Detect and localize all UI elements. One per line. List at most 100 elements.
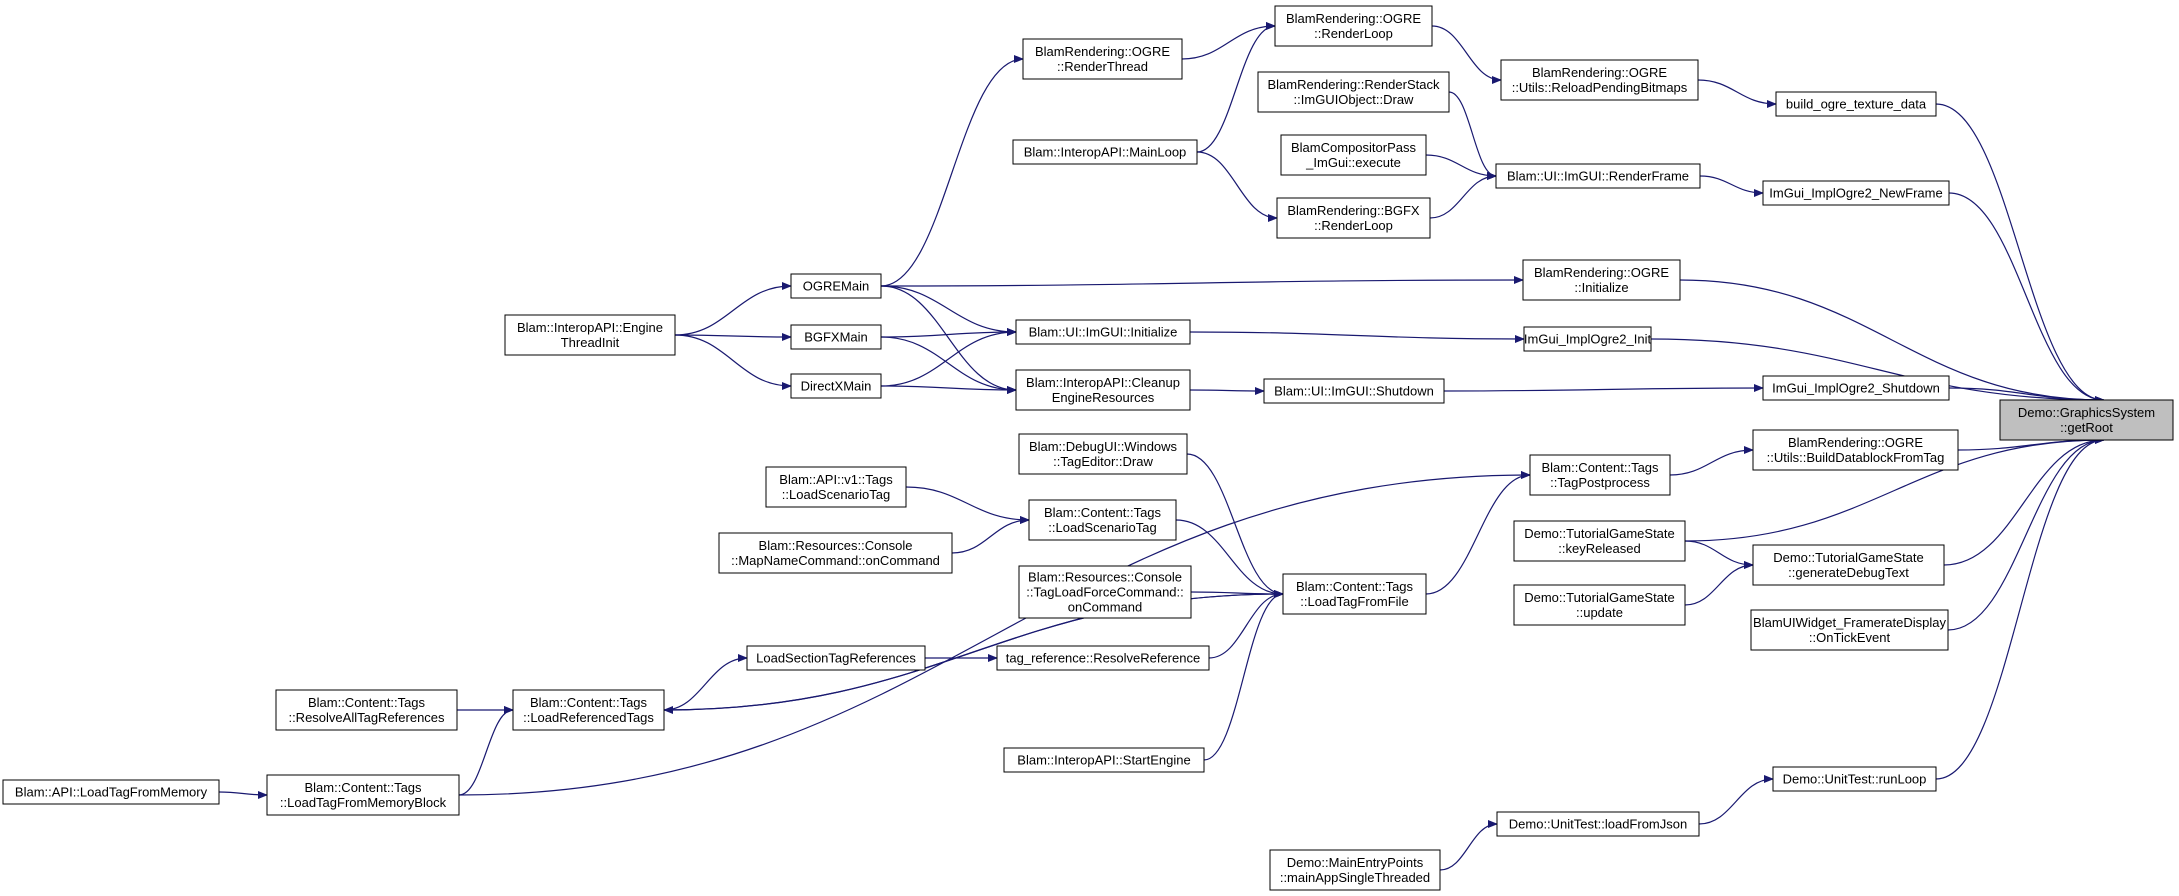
node-label-line: ::getRoot <box>2060 420 2113 435</box>
node-bgfx-renderloop[interactable]: BlamRendering::BGFX::RenderLoop <box>1276 197 1431 239</box>
node-directxmain[interactable]: DirectXMain <box>790 373 882 399</box>
node-label-line: Demo::MainEntryPoints <box>1287 855 1424 870</box>
node-box <box>765 466 907 508</box>
node-mapname-cmd[interactable]: Blam::Resources::Console::MapNameCommand… <box>718 532 953 574</box>
node-build-datablock[interactable]: BlamRendering::OGRE::Utils::BuildDatablo… <box>1752 429 1959 471</box>
node-label-line: ::MapNameCommand::onCommand <box>731 553 940 568</box>
node-imgui-newframe[interactable]: ImGui_ImplOgre2_NewFrame <box>1762 180 1950 206</box>
node-load-section-refs[interactable]: LoadSectionTagReferences <box>746 645 926 671</box>
node-label-line: ::ResolveAllTagReferences <box>288 710 445 725</box>
edge-engine_threadinit-to-directxmain <box>674 334 792 390</box>
node-framerate[interactable]: BlamUIWidget_FramerateDisplay::OnTickEve… <box>1750 609 1949 651</box>
node-ui-initialize[interactable]: Blam::UI::ImGUI::Initialize <box>1015 319 1191 345</box>
node-box <box>2 779 220 805</box>
node-label-line: ::LoadReferencedTags <box>523 710 654 725</box>
edge-ui_initialize-to-imgui_init <box>1189 331 1525 343</box>
edge-bgfxmain-to-cleanup <box>880 336 1017 394</box>
edge-ogremain-to-cleanup <box>880 285 1017 394</box>
node-label-line: Demo::TutorialGameState <box>1524 526 1675 541</box>
node-label-line: ::Utils::ReloadPendingBitmaps <box>1512 80 1688 95</box>
node-main-single[interactable]: Demo::MainEntryPoints::mainAppSingleThre… <box>1269 849 1441 891</box>
node-box <box>1018 565 1192 619</box>
node-box <box>1529 454 1671 496</box>
edge-main_loop-to-bgfx_renderloop <box>1196 151 1278 222</box>
edge-mapname_cmd-to-load_scenario <box>951 516 1030 554</box>
node-ogre-renderthread[interactable]: BlamRendering::OGRE::RenderThread <box>1022 38 1183 80</box>
node-box <box>1752 544 1945 586</box>
node-imgui-shutdown[interactable]: ImGui_ImplOgre2_Shutdown <box>1762 375 1950 401</box>
node-tag-postprocess[interactable]: Blam::Content::Tags::TagPostprocess <box>1529 454 1671 496</box>
edge-run_loop-to-root <box>1935 436 2105 780</box>
node-tgs-update[interactable]: Demo::TutorialGameState::update <box>1513 584 1686 626</box>
node-bgfxmain[interactable]: BGFXMain <box>790 324 882 350</box>
node-label-line: BlamRendering::OGRE <box>1035 44 1170 59</box>
node-renderstack-draw[interactable]: BlamRendering::RenderStack::ImGUIObject:… <box>1257 71 1450 113</box>
node-box <box>1257 71 1450 113</box>
edge-main_single-to-load_from_json <box>1439 820 1498 871</box>
edge-api_load_from_mem-to-load_from_memblock <box>218 790 268 799</box>
node-build-ogre[interactable]: build_ogre_texture_data <box>1775 91 1937 117</box>
node-root[interactable]: Demo::GraphicsSystem::getRoot <box>1999 399 2174 441</box>
node-label-line: BlamRendering::OGRE <box>1286 11 1421 26</box>
node-label-line: ::RenderThread <box>1057 59 1148 74</box>
node-label-line: ::LoadTagFromFile <box>1300 594 1408 609</box>
node-ogremain[interactable]: OGREMain <box>790 273 882 299</box>
node-label-line: ThreadInit <box>561 335 620 350</box>
edge-engine_threadinit-to-ogremain <box>674 282 792 336</box>
node-load-from-json[interactable]: Demo::UnitTest::loadFromJson <box>1496 811 1700 837</box>
node-label-line: ::LoadTagFromMemoryBlock <box>280 795 447 810</box>
node-api-load-from-mem[interactable]: Blam::API::LoadTagFromMemory <box>2 779 220 805</box>
node-box <box>1495 163 1701 189</box>
node-label-line: BlamRendering::OGRE <box>1532 65 1667 80</box>
node-box <box>1522 259 1681 301</box>
edge-ogre_renderthread-to-ogre_renderloop <box>1181 22 1276 60</box>
node-box <box>1003 747 1205 773</box>
node-label-line: BGFXMain <box>804 330 868 345</box>
node-ogre-renderloop[interactable]: BlamRendering::OGRE::RenderLoop <box>1274 5 1433 47</box>
node-start-engine[interactable]: Blam::InteropAPI::StartEngine <box>1003 747 1205 773</box>
node-box <box>790 273 882 299</box>
node-run-loop[interactable]: Demo::UnitTest::runLoop <box>1772 766 1937 792</box>
node-label-line: LoadSectionTagReferences <box>756 651 916 666</box>
edge-load_referenced-to-load_section_refs <box>663 654 748 711</box>
node-label-line: Blam::Content::Tags <box>1296 579 1414 594</box>
node-load-from-memblock[interactable]: Blam::Content::Tags::LoadTagFromMemoryBl… <box>266 774 460 816</box>
node-imgui-init[interactable]: ImGui_ImplOgre2_Init <box>1523 326 1652 352</box>
node-main-loop[interactable]: Blam::InteropAPI::MainLoop <box>1012 139 1198 165</box>
edge-bgfxmain-to-ui_initialize <box>880 328 1017 338</box>
node-ui-shutdown[interactable]: Blam::UI::ImGUI::Shutdown <box>1263 378 1445 404</box>
node-compositor[interactable]: BlamCompositorPass_ImGui::execute <box>1280 134 1427 176</box>
node-box <box>1775 91 1937 117</box>
node-render-frame[interactable]: Blam::UI::ImGUI::RenderFrame <box>1495 163 1701 189</box>
node-generate-debug[interactable]: Demo::TutorialGameState::generateDebugTe… <box>1752 544 1945 586</box>
node-label-line: EngineResources <box>1052 390 1155 405</box>
node-box <box>1513 584 1686 626</box>
node-box <box>1752 429 1959 471</box>
node-label-line: Demo::UnitTest::loadFromJson <box>1509 817 1687 832</box>
node-api-load-scenario[interactable]: Blam::API::v1::Tags::LoadScenarioTag <box>765 466 907 508</box>
edge-start_engine-to-load_tag_from_file <box>1203 590 1284 761</box>
node-reload-bitmaps[interactable]: BlamRendering::OGRE::Utils::ReloadPendin… <box>1500 59 1699 101</box>
edge-load_from_memblock-to-tag_postprocess <box>458 471 1531 796</box>
node-tagloadforce[interactable]: Blam::Resources::Console::TagLoadForceCo… <box>1018 565 1192 619</box>
node-ogre-initialize[interactable]: BlamRendering::OGRE::Initialize <box>1522 259 1681 301</box>
node-box <box>1015 319 1191 345</box>
node-label-line: _ImGui::execute <box>1305 155 1401 170</box>
node-tageditor-draw[interactable]: Blam::DebugUI::Windows::TagEditor::Draw <box>1018 433 1188 475</box>
node-label-line: Blam::UI::ImGUI::Shutdown <box>1274 384 1434 399</box>
node-label-line: BlamUIWidget_FramerateDisplay <box>1753 615 1946 630</box>
node-label-line: Blam::Content::Tags <box>304 780 422 795</box>
node-resolve-all[interactable]: Blam::Content::Tags::ResolveAllTagRefere… <box>275 689 458 731</box>
node-key-released[interactable]: Demo::TutorialGameState::keyReleased <box>1513 520 1686 562</box>
node-load-scenario[interactable]: Blam::Content::Tags::LoadScenarioTag <box>1028 499 1177 541</box>
edge-compositor-to-render_frame <box>1425 154 1497 180</box>
edge-ogremain-to-ogre_renderthread <box>880 55 1024 287</box>
node-resolve-reference[interactable]: tag_reference::ResolveReference <box>996 645 1210 671</box>
edge-ogre_initialize-to-root <box>1679 279 2105 404</box>
node-label-line: BlamRendering::OGRE <box>1534 265 1669 280</box>
edge-framerate-to-root <box>1947 436 2105 631</box>
node-load-tag-from-file[interactable]: Blam::Content::Tags::LoadTagFromFile <box>1282 573 1427 615</box>
node-load-referenced[interactable]: Blam::Content::Tags::LoadReferencedTags <box>512 689 665 731</box>
